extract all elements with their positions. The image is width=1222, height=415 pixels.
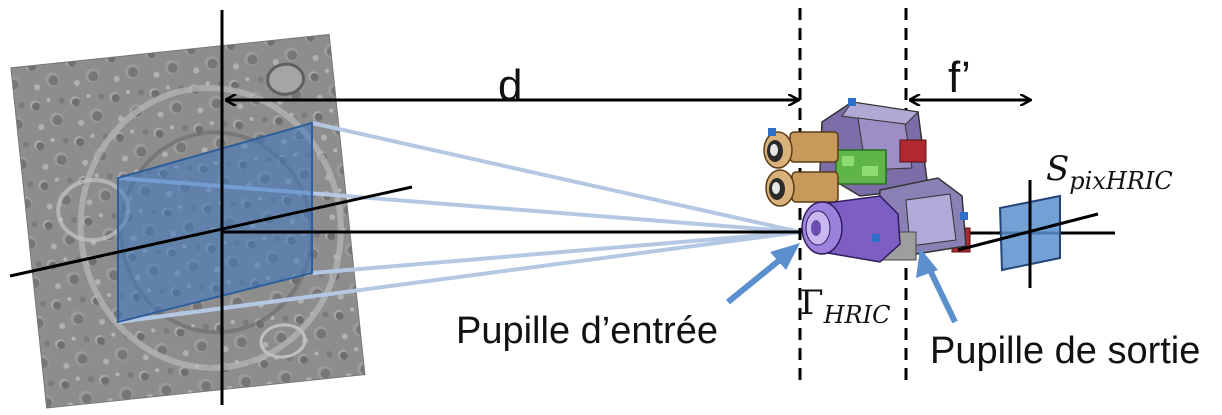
- exit-pupil-label: Pupille de sortie: [930, 332, 1200, 370]
- hric-instrument-illustration: [764, 98, 970, 262]
- pixel-area-symbol: S: [1046, 149, 1069, 189]
- telescope-barrel-upper: [764, 132, 838, 168]
- exit-pupil-pointer-arrow: [916, 248, 955, 322]
- telescope-barrel-lower: [766, 170, 838, 206]
- main-objective-lens: [802, 196, 900, 262]
- gamma-hric-label: ΓHRIC: [800, 286, 890, 327]
- distance-d-label: d: [498, 64, 522, 108]
- gamma-subscript: HRIC: [824, 301, 891, 329]
- focal-length-label: f’: [948, 56, 971, 100]
- pixel-area-subscript: pixHRIC: [1069, 167, 1172, 195]
- entrance-pupil-label: Pupille d’entrée: [456, 312, 718, 350]
- entrance-pupil-pointer-arrow: [728, 243, 800, 302]
- gamma-symbol: Γ: [800, 283, 824, 323]
- pixel-area-label: SpixHRIC: [1046, 152, 1173, 193]
